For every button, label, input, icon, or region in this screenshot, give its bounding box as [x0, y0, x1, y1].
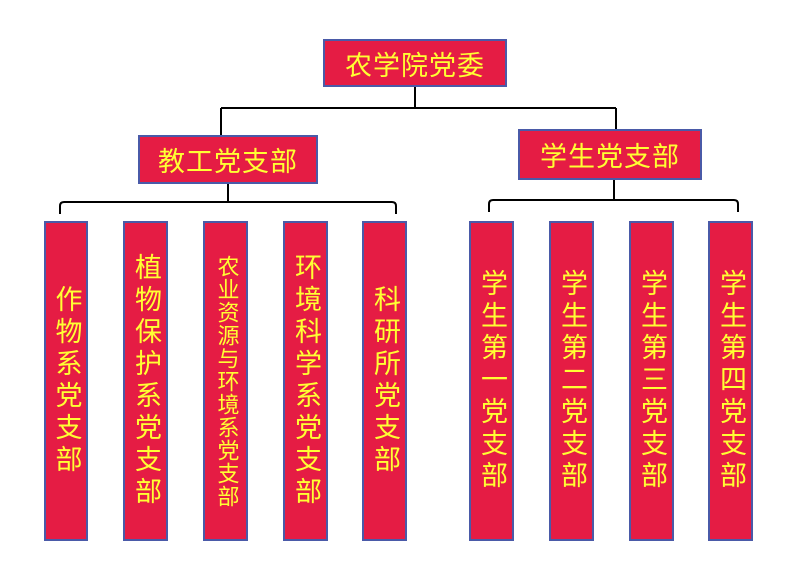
child-node-plant-protection: 植物保护系党支部 [123, 221, 168, 541]
child-node-student-2: 学生第二党支部 [549, 221, 594, 541]
child-node-research-institute: 科研所党支部 [362, 221, 407, 541]
child-node-student-1: 学生第一党支部 [469, 221, 514, 541]
branch-node-faculty: 教工党支部 [138, 135, 318, 184]
child-node-agri-resources: 农业资源与环境系党支部 [203, 221, 248, 541]
child-node-crop: 作物系党支部 [44, 221, 88, 541]
child-node-student-3: 学生第三党支部 [629, 221, 674, 541]
child-node-student-4: 学生第四党支部 [708, 221, 753, 541]
child-node-env-science: 环境科学系党支部 [283, 221, 328, 541]
branch-node-student: 学生党支部 [518, 129, 702, 180]
root-node: 农学院党委 [323, 39, 507, 87]
